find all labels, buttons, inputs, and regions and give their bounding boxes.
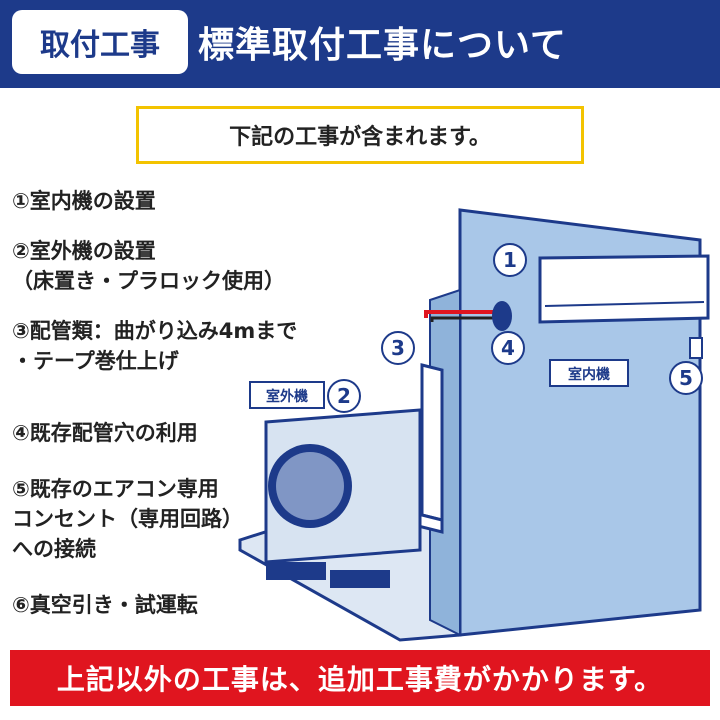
marker-4-text: 4 [501, 336, 515, 360]
outdoor-stand-right [330, 570, 390, 588]
notice-box: 下記の工事が含まれます。 [136, 106, 584, 164]
outdoor-fan-blade [276, 452, 344, 520]
wall-hole [492, 301, 512, 331]
marker-3: 3 [381, 331, 415, 365]
footer-banner: 上記以外の工事は、追加工事費がかかります。 [10, 650, 710, 706]
item-3: ③配管類：曲がり込み4mまで [12, 319, 298, 343]
item-2: ②室外機の設置 [12, 239, 156, 263]
marker-2: 2 [327, 379, 361, 413]
indoor-unit-vent [544, 301, 705, 307]
outlet-icon [689, 337, 703, 359]
item-5: ⑤既存のエアコン専用 [12, 477, 219, 501]
marker-5: 5 [669, 361, 703, 395]
indoor-unit [538, 254, 710, 324]
item-5-detail: コンセント（専用回路） [12, 507, 243, 531]
item-2-detail: （床置き・プラロック使用） [12, 269, 285, 293]
item-6: ⑥真空引き・試運転 [12, 593, 198, 617]
marker-4: 4 [491, 331, 525, 365]
item-3-detail: ・テープ巻仕上げ [12, 349, 179, 373]
marker-2-text: 2 [337, 384, 351, 408]
header-badge: 取付工事 [12, 10, 188, 74]
marker-3-text: 3 [391, 336, 405, 360]
pipe-black [430, 316, 510, 322]
marker-5-text: 5 [679, 366, 693, 390]
marker-1-text: 1 [503, 248, 517, 272]
indoor-label-box [549, 359, 629, 387]
outdoor-stand-left [266, 562, 326, 580]
outdoor-label-box [249, 381, 325, 409]
outdoor-unit-label: 室外機 [266, 388, 308, 405]
pipe-cover [420, 363, 444, 522]
installation-illustration: 室外機 室内機 1 2 3 4 5 [238, 208, 710, 642]
indoor-unit-label: 室内機 [568, 366, 610, 383]
header-bar: 取付工事 標準取付工事について [0, 0, 720, 88]
page-title: 標準取付工事について [198, 25, 567, 66]
item-5-detail-2: への接続 [12, 537, 96, 561]
item-4: ④既存配管穴の利用 [12, 421, 198, 445]
marker-1: 1 [493, 243, 527, 277]
item-1: ①室内機の設置 [12, 189, 156, 213]
pipe-red [424, 310, 510, 318]
